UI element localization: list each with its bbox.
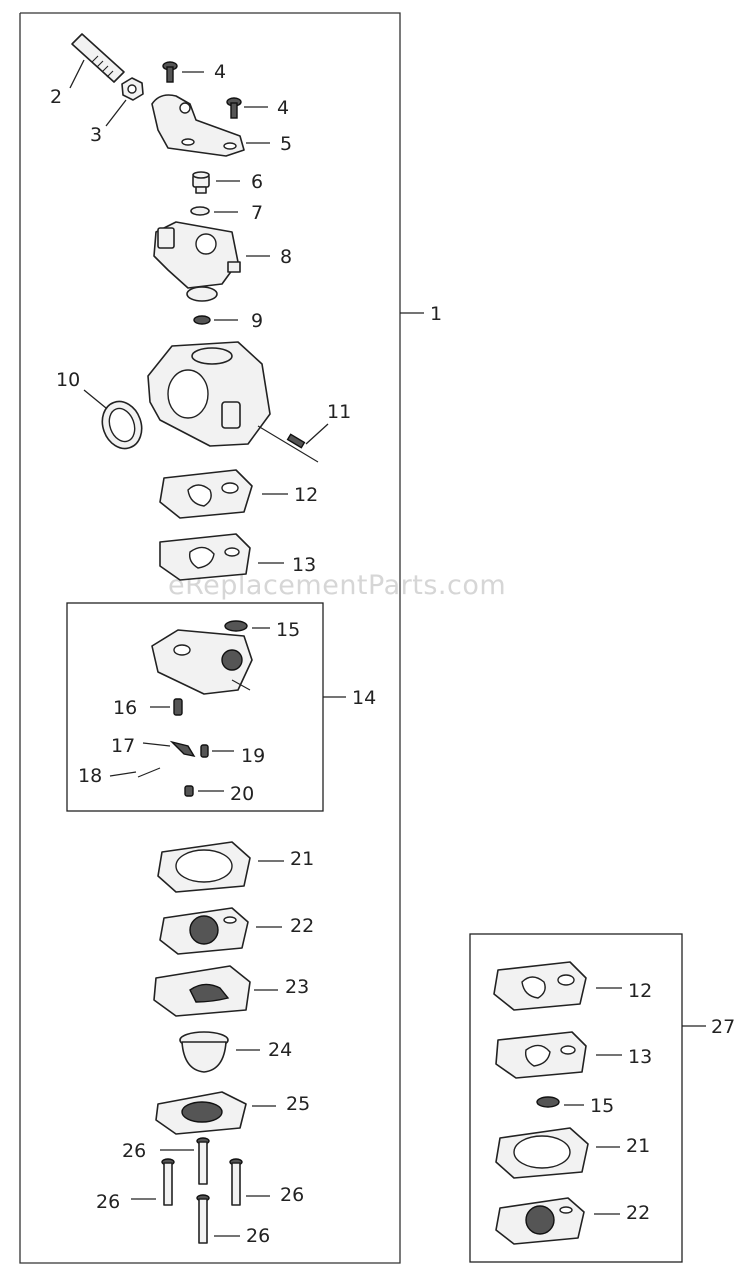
part-11-needle <box>257 425 319 463</box>
part-15-check-valve <box>224 620 248 632</box>
callout-9: 9 <box>251 310 263 332</box>
callout-26c: 26 <box>280 1184 304 1206</box>
callout-19: 19 <box>241 745 265 767</box>
kit-part-22-pump-diaphragm <box>495 1197 585 1245</box>
part-13-diaphragm <box>159 533 251 581</box>
callout-1: 1 <box>430 303 442 325</box>
callout-4a: 4 <box>214 61 226 83</box>
callout-16: 16 <box>113 697 137 719</box>
leader-lines <box>69 59 622 1237</box>
callout-10: 10 <box>56 369 80 391</box>
callout-26a: 26 <box>122 1140 146 1162</box>
callout-8: 8 <box>280 246 292 268</box>
assembly-frame-1 <box>19 12 401 1264</box>
part-4-screw-b <box>226 97 242 119</box>
part-12-gasket <box>159 469 253 519</box>
part-9-clip <box>193 315 211 325</box>
callout-11: 11 <box>327 401 351 423</box>
callout-24: 24 <box>268 1039 292 1061</box>
part-25-cover-plate <box>155 1091 247 1135</box>
part-carburetor-body <box>147 341 271 447</box>
part-16-spring <box>173 698 183 716</box>
kit-callout-12: 12 <box>628 980 652 1002</box>
callout-3: 3 <box>90 124 102 146</box>
callout-22: 22 <box>290 915 314 937</box>
callout-2: 2 <box>50 86 62 108</box>
callout-21: 21 <box>290 848 314 870</box>
part-8-throttle-body <box>153 221 241 302</box>
callout-26d: 26 <box>246 1225 270 1247</box>
part-23-pump-cover <box>153 965 251 1017</box>
kit-part-13-diaphragm <box>495 1031 587 1079</box>
part-26-screw-c <box>229 1158 243 1206</box>
kit-callout-15: 15 <box>590 1095 614 1117</box>
callout-5: 5 <box>280 133 292 155</box>
part-7-o-ring <box>190 206 210 216</box>
callout-4b: 4 <box>277 97 289 119</box>
part-3-hex-nut <box>121 77 144 101</box>
part-5-throttle-lever <box>151 94 245 157</box>
callout-25: 25 <box>286 1093 310 1115</box>
part-26-screw-b <box>161 1158 175 1206</box>
callout-23: 23 <box>285 976 309 998</box>
part-22-pump-diaphragm <box>159 907 249 955</box>
kit-callout-21: 21 <box>626 1135 650 1157</box>
callout-18: 18 <box>78 765 102 787</box>
part-18-pin <box>137 767 161 778</box>
part-20-screw <box>184 785 194 797</box>
callout-26b: 26 <box>96 1191 120 1213</box>
kit-part-21-gasket <box>495 1127 589 1179</box>
part-17-metering-lever <box>169 740 196 757</box>
kit-part-12-gasket <box>493 961 587 1011</box>
callout-27: 27 <box>711 1016 735 1038</box>
part-24-primer-bulb <box>179 1031 229 1073</box>
subassembly-frame-14 <box>66 602 324 812</box>
part-6-fitting <box>192 171 210 194</box>
part-4-screw-a <box>162 61 178 83</box>
callout-12: 12 <box>294 484 318 506</box>
part-10-seal-ring <box>101 400 143 450</box>
callout-15: 15 <box>276 619 300 641</box>
kit-callout-22: 22 <box>626 1202 650 1224</box>
part-26-screw-d <box>196 1194 210 1244</box>
kit-callout-13: 13 <box>628 1046 652 1068</box>
kit-part-15-check-valve <box>536 1096 560 1108</box>
callout-14: 14 <box>352 687 376 709</box>
callout-7: 7 <box>251 202 263 224</box>
part-19-inlet-needle <box>200 744 209 758</box>
callout-6: 6 <box>251 171 263 193</box>
part-2-adjuster-screw <box>71 33 125 83</box>
part-14-metering-body <box>151 629 253 695</box>
callout-13: 13 <box>292 554 316 576</box>
kit-frame-27 <box>469 933 683 1263</box>
callout-17: 17 <box>111 735 135 757</box>
callout-20: 20 <box>230 783 254 805</box>
part-26-screw-a <box>196 1137 210 1185</box>
part-21-gasket <box>157 841 251 893</box>
